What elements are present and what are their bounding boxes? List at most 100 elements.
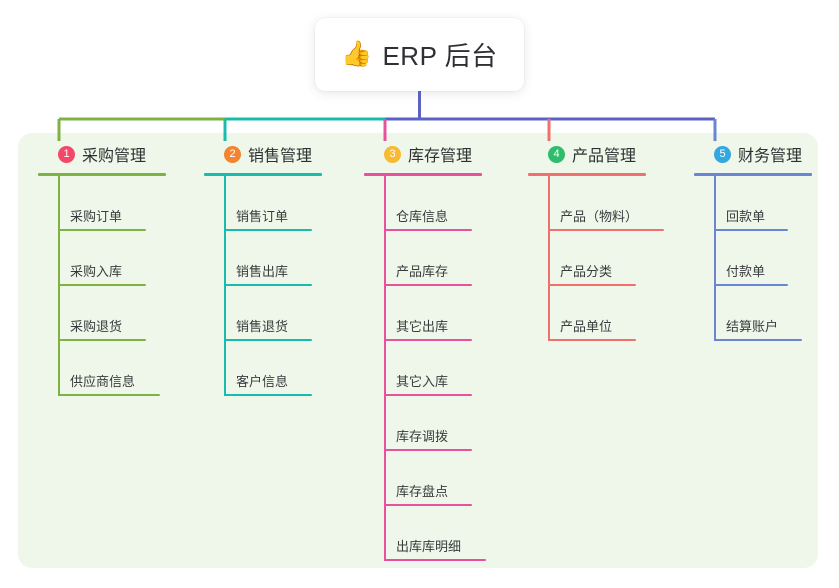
leaf-item[interactable]: 其它出库 (384, 286, 486, 341)
branch-number-badge: 1 (58, 145, 75, 163)
branch-header-rule (694, 173, 812, 176)
leaf-item-label: 其它出库 (396, 319, 449, 334)
leaf-item-rule (224, 284, 312, 286)
branch-header-rule (528, 173, 646, 176)
leaf-item-rule (384, 559, 486, 561)
leaf-item-rule (58, 284, 146, 286)
leaf-item[interactable]: 产品单位 (548, 286, 664, 341)
leaf-item-label: 销售退货 (236, 319, 289, 334)
leaf-item-rule (548, 339, 636, 341)
leaf-item-rule (548, 229, 664, 231)
branch-title: 销售管理 (248, 148, 313, 165)
branch-header-2[interactable]: 2 销售管理 (204, 141, 322, 167)
leaf-item-label: 采购入库 (70, 264, 123, 279)
leaf-item-label: 采购订单 (70, 209, 123, 224)
leaf-item-label: 供应商信息 (70, 374, 136, 389)
leaf-item-label: 回款单 (726, 209, 766, 224)
branch-header-3[interactable]: 3 库存管理 (364, 141, 486, 167)
leaf-item-label: 销售订单 (236, 209, 289, 224)
leaf-item-rule (714, 339, 802, 341)
leaf-item-rule (714, 284, 788, 286)
leaf-item-label: 其它入库 (396, 374, 449, 389)
branch-number-badge: 4 (548, 145, 565, 163)
leaf-item[interactable]: 采购退货 (58, 286, 166, 341)
leaf-item-rule (384, 284, 472, 286)
leaf-list: 销售订单销售出库销售退货客户信息 (204, 176, 322, 396)
leaf-list: 采购订单采购入库采购退货供应商信息 (38, 176, 166, 396)
leaf-item-rule (58, 339, 146, 341)
leaf-item-rule (384, 229, 472, 231)
leaf-list: 产品（物料） 产品分类产品单位 (528, 176, 664, 341)
leaf-item-rule (384, 449, 472, 451)
leaf-item-label: 客户信息 (236, 374, 289, 389)
leaf-item-label: 采购退货 (70, 319, 123, 334)
leaf-item[interactable]: 结算账户 (714, 286, 812, 341)
leaf-item-label: 产品分类 (560, 264, 613, 279)
leaf-item-label: 仓库信息 (396, 209, 449, 224)
branch-title: 财务管理 (738, 148, 803, 165)
branch-title: 库存管理 (408, 148, 473, 165)
leaf-item-rule (548, 284, 636, 286)
leaf-item[interactable]: 销售退货 (224, 286, 322, 341)
leaf-item-rule (384, 394, 472, 396)
branch-header-rule (364, 173, 482, 176)
leaf-item-rule (58, 229, 146, 231)
root-node[interactable]: 👍 ERP 后台 (315, 18, 524, 91)
leaf-spine (384, 176, 386, 561)
branch-column-3: 3 库存管理仓库信息产品库存其它出库其它入库库存调拨库存盘点出库库明细 (364, 141, 486, 561)
branch-header-rule (38, 173, 166, 176)
leaf-item[interactable]: 付款单 (714, 231, 812, 286)
leaf-item-label: 销售出库 (236, 264, 289, 279)
branch-header-rule (204, 173, 322, 176)
leaf-item[interactable]: 客户信息 (224, 341, 322, 396)
leaf-item[interactable]: 销售订单 (224, 176, 322, 231)
branch-title: 采购管理 (82, 148, 147, 165)
leaf-item-label: 出库库明细 (396, 539, 462, 554)
leaf-item[interactable]: 产品（物料） (548, 176, 664, 231)
branch-column-5: 5 财务管理回款单付款单结算账户 (694, 141, 812, 341)
leaf-item-label: 结算账户 (726, 319, 779, 334)
leaf-item-label: 付款单 (726, 264, 766, 279)
leaf-item[interactable]: 产品分类 (548, 231, 664, 286)
leaf-item-rule (384, 504, 472, 506)
leaf-item-rule (714, 229, 788, 231)
branch-number-badge: 5 (714, 145, 731, 163)
leaf-item-label: 产品库存 (396, 264, 449, 279)
leaf-item[interactable]: 销售出库 (224, 231, 322, 286)
leaf-item-rule (58, 394, 160, 396)
branch-header-1[interactable]: 1 采购管理 (38, 141, 166, 167)
leaf-item[interactable]: 采购订单 (58, 176, 166, 231)
branches-panel (18, 133, 818, 568)
branch-number-badge: 2 (224, 145, 241, 163)
branch-column-2: 2 销售管理销售订单销售出库销售退货客户信息 (204, 141, 322, 396)
leaf-item-rule (224, 394, 312, 396)
leaf-item-label: 库存调拨 (396, 429, 449, 444)
leaf-item[interactable]: 供应商信息 (58, 341, 166, 396)
branch-column-1: 1 采购管理采购订单采购入库采购退货供应商信息 (38, 141, 166, 396)
leaf-spine (548, 176, 550, 341)
leaf-item[interactable]: 库存调拨 (384, 396, 486, 451)
leaf-item[interactable]: 采购入库 (58, 231, 166, 286)
leaf-spine (58, 176, 60, 396)
leaf-spine (224, 176, 226, 396)
root-node-title: ERP 后台 (382, 41, 498, 71)
branch-number-badge: 3 (384, 145, 401, 163)
branch-header-5[interactable]: 5 财务管理 (694, 141, 812, 167)
leaf-spine (714, 176, 716, 341)
leaf-item[interactable]: 出库库明细 (384, 506, 486, 561)
leaf-item[interactable]: 仓库信息 (384, 176, 486, 231)
leaf-item-rule (224, 339, 312, 341)
leaf-item[interactable]: 回款单 (714, 176, 812, 231)
leaf-list: 仓库信息产品库存其它出库其它入库库存调拨库存盘点出库库明细 (364, 176, 486, 561)
leaf-item-label: 产品（物料） (560, 209, 639, 224)
leaf-item-label: 产品单位 (560, 319, 613, 334)
leaf-item[interactable]: 其它入库 (384, 341, 486, 396)
leaf-item[interactable]: 库存盘点 (384, 451, 486, 506)
leaf-item-rule (224, 229, 312, 231)
leaf-item-label: 库存盘点 (396, 484, 449, 499)
thumbs-up-emoji: 👍 (341, 40, 373, 68)
leaf-item[interactable]: 产品库存 (384, 231, 486, 286)
